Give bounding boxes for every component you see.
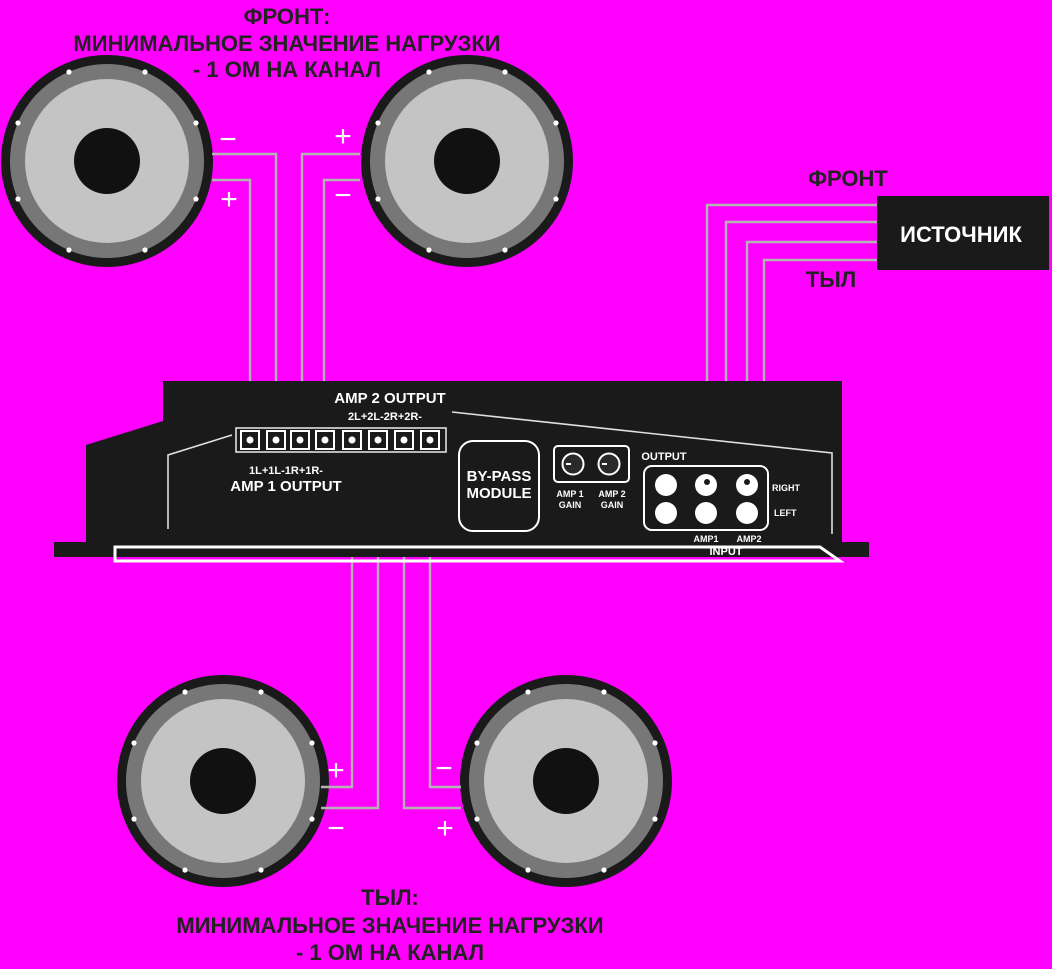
amp1-gain-knob-icon [561,452,585,476]
amplifier: AMP 2 OUTPUT 2L+2L-2R+2R- 1L+1L-1R+1R- A… [54,381,869,563]
wire-rear-left-minus [321,446,380,810]
source-front-label: ФРОНТ [808,166,888,191]
front-left-minus-sign: − [219,123,237,156]
input-label: INPUT [710,546,743,558]
front-right-speaker-icon [361,55,573,267]
rear-right-plus-sign: + [436,812,454,845]
rear-title-line3: - 1 ОМ НА КАНАЛ [296,940,484,965]
wire-rear-right-plus [402,446,461,810]
bypass-label-line2: MODULE [467,485,532,502]
rear-left-plus-sign: + [327,754,345,787]
left-channel-label: LEFT [774,508,797,518]
source-unit: ИСТОЧНИК ФРОНТ ТЫЛ [806,166,1049,292]
wire-front-left-minus [212,152,278,430]
front-title: ФРОНТ: МИНИМАЛЬНОЕ ЗНАЧЕНИЕ НАГРУЗКИ - 1… [73,4,500,82]
speaker-terminals [240,430,440,450]
front-right-minus-sign: − [334,179,352,212]
front-title-line3: - 1 ОМ НА КАНАЛ [193,57,381,82]
source-rear-label: ТЫЛ [806,267,856,292]
rca-jack-icon [695,502,717,524]
amp1-terminals-label: 1L+1L-1R+1R- [249,465,323,477]
bypass-label-line1: BY-PASS [467,468,532,485]
rear-title-line1: ТЫЛ: [361,885,419,910]
front-left-speaker-icon [1,55,213,267]
rear-title-line2: МИНИМАЛЬНОЕ ЗНАЧЕНИЕ НАГРУЗКИ [176,913,603,938]
amp2-output-label: AMP 2 OUTPUT [334,390,445,407]
rear-right-speaker-icon [460,675,672,887]
amp2-gain-label-line1: AMP 2 [598,489,625,499]
amp2-gain-label-line2: GAIN [601,500,624,510]
rca-jack-icon [655,502,677,524]
amp2-input-label: AMP2 [736,534,761,544]
gain-output-label: OUTPUT [641,451,687,463]
rear-right-minus-sign: − [435,752,453,785]
wire-front-right-minus [322,178,360,430]
amp1-output-label: AMP 1 OUTPUT [230,478,341,495]
rear-left-minus-sign: − [327,812,345,845]
front-title-line2: МИНИМАЛЬНОЕ ЗНАЧЕНИЕ НАГРУЗКИ [73,31,500,56]
amp1-gain-label-line1: AMP 1 [556,489,583,499]
front-wires [212,152,360,430]
rear-title: ТЫЛ: МИНИМАЛЬНОЕ ЗНАЧЕНИЕ НАГРУЗКИ - 1 О… [176,885,603,965]
rca-jack-icon [736,502,758,524]
amp1-gain-label-line2: GAIN [559,500,582,510]
right-channel-label: RIGHT [772,483,801,493]
front-right-plus-sign: + [334,120,352,153]
front-title-line1: ФРОНТ: [244,4,331,29]
rca-jack-icon [695,474,717,496]
source-label: ИСТОЧНИК [900,222,1022,247]
polarity-marks: − + + − + − − + [219,120,454,845]
wire-front-left-plus [212,178,252,430]
amp2-terminals-label: 2L+2L-2R+2R- [348,411,422,423]
front-left-plus-sign: + [220,183,238,216]
source-wire-ends [704,479,767,513]
amp2-gain-knob-icon [597,452,621,476]
wire-front-right-plus [300,152,360,430]
rear-left-speaker-icon [117,675,329,887]
amp1-input-label: AMP1 [693,534,718,544]
rca-jack-icon [655,474,677,496]
rca-inputs [655,474,758,524]
